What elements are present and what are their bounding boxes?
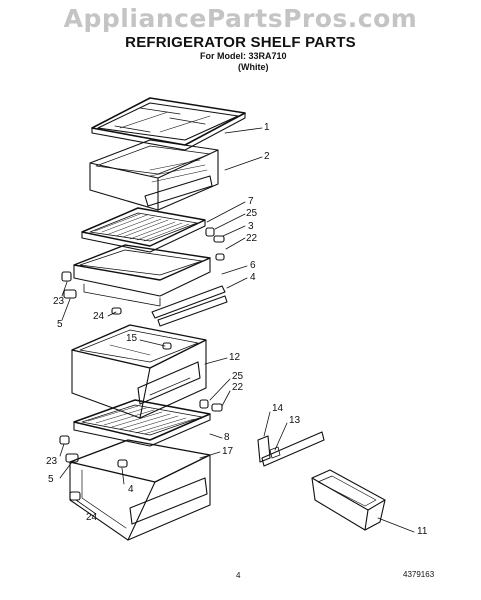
callout-23-upper: 23 [53, 296, 65, 307]
callout-17: 17 [222, 446, 234, 457]
callout-4-upper: 4 [250, 272, 256, 283]
part-6-frame-assembly [73, 244, 228, 327]
callout-8: 8 [224, 432, 230, 443]
part-2-pan [89, 139, 219, 211]
part-8-lower-shelf [73, 399, 211, 447]
leader-lines [59, 127, 415, 533]
callout-24-lower: 24 [86, 512, 98, 523]
callout-25-lower: 25 [232, 371, 244, 382]
upper-hardware [61, 227, 225, 315]
part-7-shelf-frame [81, 207, 206, 253]
watermark: AppliancePartsPros.com [63, 4, 418, 33]
callout-12: 12 [229, 352, 241, 363]
callout-5-lower: 5 [48, 474, 54, 485]
part-1-glass-shelf [91, 97, 246, 151]
callout-25-upper: 25 [246, 208, 258, 219]
callout-7: 7 [248, 196, 254, 207]
callout-2: 2 [264, 151, 270, 162]
callout-11: 11 [417, 526, 428, 537]
part-11-bin [311, 469, 386, 531]
callout-6: 6 [250, 260, 256, 271]
callout-24-upper: 24 [93, 311, 105, 322]
callout-4-lower: 4 [128, 484, 134, 495]
callout-1: 1 [264, 122, 270, 133]
page-number: 4 [236, 571, 241, 580]
part-13-14-divider [257, 431, 325, 467]
part-12-crisper-drawer [71, 324, 207, 419]
callout-14: 14 [272, 403, 284, 414]
callout-15: 15 [126, 333, 138, 344]
color-variant: (White) [238, 62, 269, 72]
callout-5-upper: 5 [57, 319, 63, 330]
callout-13: 13 [289, 415, 301, 426]
part-17-lower-drawer [69, 439, 211, 541]
reference-number: 4379163 [403, 570, 435, 579]
callout-3: 3 [248, 221, 254, 232]
callout-22-lower: 22 [232, 382, 244, 393]
lower-hardware [59, 342, 223, 501]
callout-22-upper: 22 [246, 233, 258, 244]
page-title: REFRIGERATOR SHELF PARTS [125, 34, 356, 51]
callout-23-lower: 23 [46, 456, 58, 467]
model-line: For Model: 33RA710 [200, 51, 287, 61]
